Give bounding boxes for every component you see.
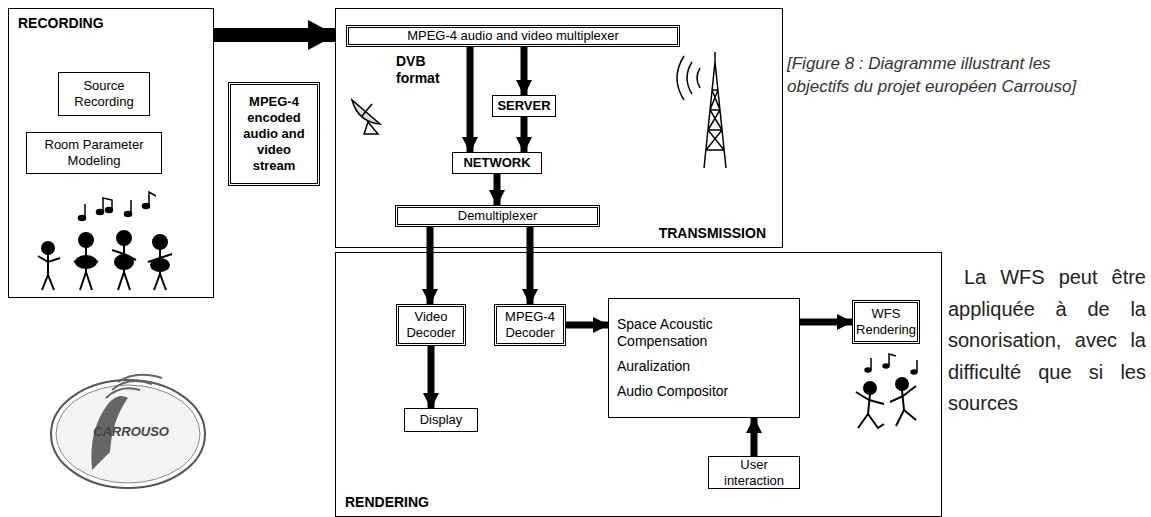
process-box: NETWORK xyxy=(452,152,542,174)
process-box: MPEG-4 encoded audio and video stream xyxy=(228,82,320,186)
flow-arrow xyxy=(800,319,852,326)
box-text: Auralization xyxy=(617,358,690,375)
process-box: Source Recording xyxy=(58,72,150,116)
box-text: MPEG-4 audio and video multiplexer xyxy=(407,28,619,44)
flow-arrow xyxy=(566,322,608,329)
flow-arrow xyxy=(428,346,435,408)
box-text: User interaction xyxy=(713,457,795,489)
process-box: User interaction xyxy=(708,456,800,489)
process-box: Room Parameter Modeling xyxy=(26,132,162,174)
box-text: Video Decoder xyxy=(403,309,459,341)
box-text: Demultiplexer xyxy=(458,208,537,224)
box-text: MPEG-4 Decoder xyxy=(501,309,559,341)
box-text: Space Acoustic Compensation xyxy=(617,316,791,350)
flow-arrow xyxy=(527,227,534,304)
figure-caption: [Figure 8 : Diagramme illustrant les obj… xyxy=(787,52,1077,98)
box-text: Source Recording xyxy=(63,78,145,110)
music-notes xyxy=(79,192,157,221)
flow-arrow xyxy=(214,28,335,42)
stage-panel: RECORDING Source RecordingRoom Parameter … xyxy=(8,8,214,298)
flow-arrow xyxy=(427,227,434,304)
process-box: Demultiplexer xyxy=(395,205,600,227)
process-box: Video Decoder xyxy=(396,304,466,346)
dancers-figure xyxy=(856,378,916,428)
body-paragraph: La WFS peut être appliquée à de la sonor… xyxy=(948,262,1146,420)
box-text: Room Parameter Modeling xyxy=(31,137,157,169)
edge-label: DVB format xyxy=(394,53,458,87)
box-text: SERVER xyxy=(497,98,550,114)
satellite-dish xyxy=(352,100,380,134)
box-text: MPEG-4 encoded audio and video stream xyxy=(235,94,313,174)
flow-arrow xyxy=(467,47,474,152)
panel-heading: RENDERING xyxy=(345,494,429,510)
flow-arrow xyxy=(521,47,528,95)
music-notes xyxy=(865,354,917,374)
antenna-tower xyxy=(677,52,726,168)
panel-heading: RECORDING xyxy=(18,15,104,31)
stage-panel: TRANSMISSION MPEG-4 audio and video multi… xyxy=(335,8,783,248)
musicians-figure xyxy=(38,231,172,290)
flow-arrow xyxy=(521,117,528,152)
process-box: MPEG-4 Decoder xyxy=(494,304,566,346)
process-box: SERVER xyxy=(492,95,556,117)
logo-text: CARROUSO xyxy=(76,424,186,439)
process-box: MPEG-4 audio and video multiplexer xyxy=(346,25,680,47)
box-text: Display xyxy=(420,412,463,428)
flow-arrow xyxy=(494,174,501,205)
flow-arrow xyxy=(751,418,758,456)
process-box: Space Acoustic CompensationAuralizationA… xyxy=(608,298,800,418)
carrouso-logo xyxy=(51,375,205,488)
process-box: Display xyxy=(404,408,478,432)
box-text: NETWORK xyxy=(463,155,530,171)
process-box: WFS Rendering xyxy=(852,300,920,344)
box-text: Audio Compositor xyxy=(617,383,728,400)
panel-heading: TRANSMISSION xyxy=(659,225,766,241)
box-text: WFS Rendering xyxy=(856,306,916,338)
stage-panel: RENDERING Video Decoder MPEG-4 Decoder Spac… xyxy=(335,252,942,517)
